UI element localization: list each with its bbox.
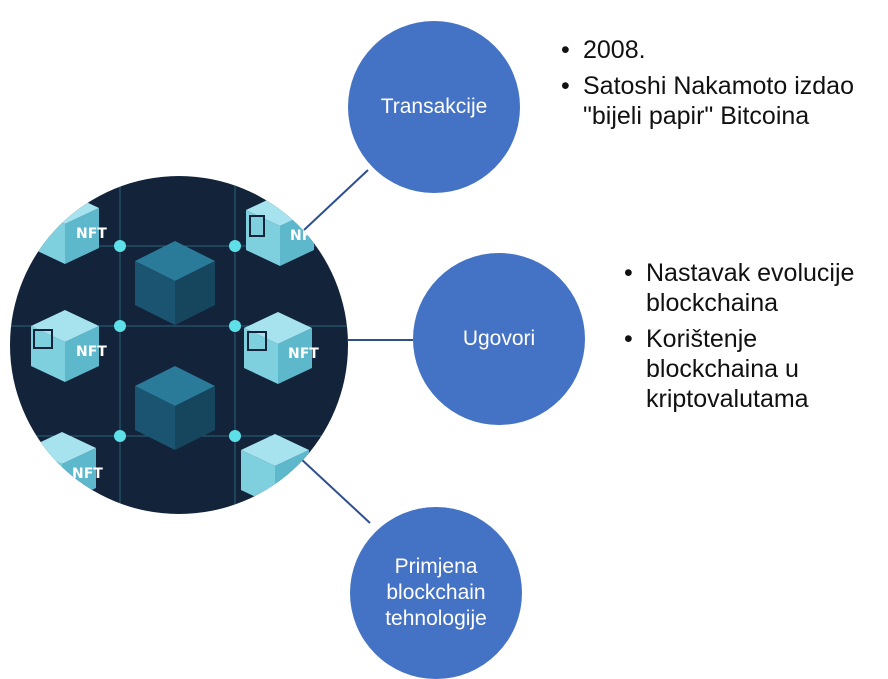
node-label: Transakcije (380, 94, 488, 118)
node-label: Ugovori (462, 326, 536, 350)
node-transakcije: Transakcije (348, 21, 520, 193)
nft-tile-label: NFT (288, 346, 319, 362)
bullet-list-transakcije: 2008. Satoshi Nakamoto izdao "bijeli pap… (561, 35, 871, 137)
bullet-list-ugovori: Nastavak evolucije blockchaina Korištenj… (624, 258, 884, 420)
node-primjena: Primjena blockchain tehnologije (350, 507, 522, 679)
connector-transakcije (303, 169, 369, 231)
nft-tile-label: NFT (72, 466, 103, 482)
bullet-item: Satoshi Nakamoto izdao "bijeli papir" Bi… (561, 71, 871, 131)
hub-image: NFT NFT NFT NFT NFT (10, 176, 348, 514)
node-label: Primjena blockchain tehnologije (385, 554, 487, 631)
nft-tile-label: NFT (76, 344, 107, 360)
bullet-item: Korištenje blockchaina u kriptovalutama (624, 324, 884, 414)
connector-primjena (299, 457, 371, 524)
bullet-item: 2008. (561, 35, 871, 65)
node-ugovori: Ugovori (413, 253, 585, 425)
bullet-item: Nastavak evolucije blockchaina (624, 258, 884, 318)
nft-blockchain-image: NFT NFT NFT NFT NFT (10, 176, 348, 514)
nft-tile-label: NFT (76, 226, 107, 242)
